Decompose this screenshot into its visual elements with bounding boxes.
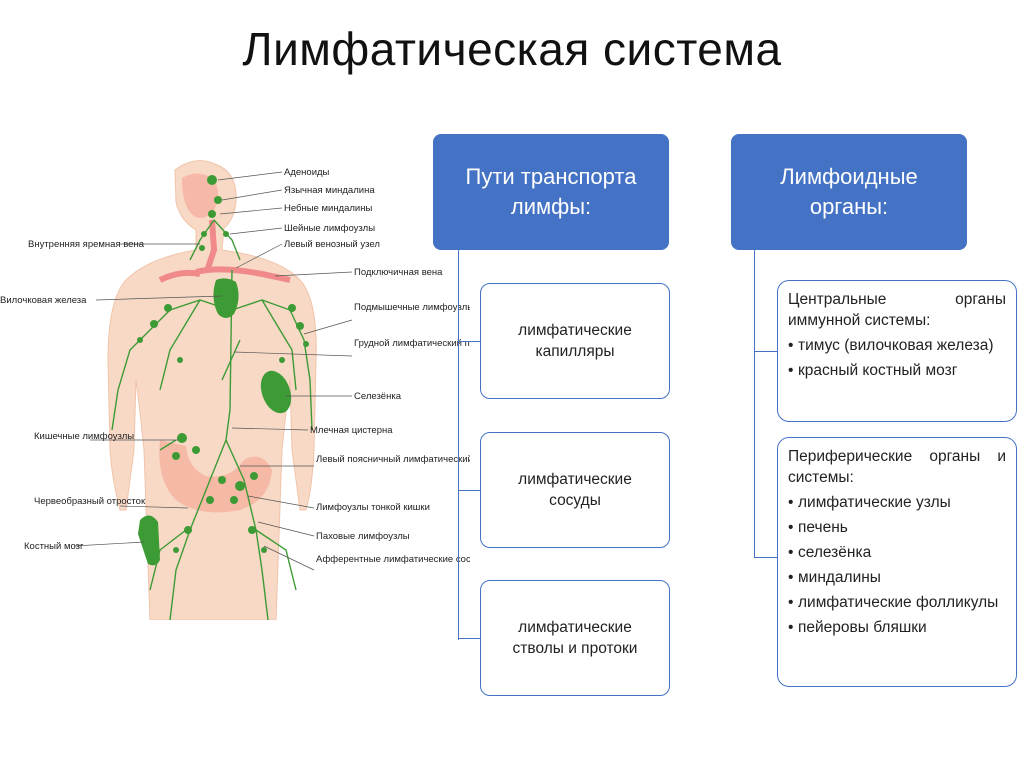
bone-marrow-icon xyxy=(138,515,160,566)
thymus-icon xyxy=(213,278,239,318)
label-lumbar-trunk-text: Левый поясничный лимфатический ствол xyxy=(316,454,470,465)
organs-connector xyxy=(754,250,755,558)
jugular-vein xyxy=(205,219,218,269)
peripheral-organs-heading: Периферические органы и системы: xyxy=(788,448,1006,486)
peripheral-organs-list: лимфатические узлы печень селезёнка минд… xyxy=(788,492,1006,638)
anatomy-svg: Аденоиды Язычная миндалина Небные миндал… xyxy=(0,160,470,620)
peripheral-organs-box: Периферические органы и системы: лимфати… xyxy=(777,437,1017,687)
transport-branch-2 xyxy=(458,490,480,491)
label-adenoids: Аденоиды xyxy=(284,167,330,178)
label-thymus: Вилочковая железа xyxy=(0,295,87,306)
transport-item-vessels: лимфатические сосуды xyxy=(480,432,670,548)
label-left-venous-angle: Левый венозный узел xyxy=(284,239,380,250)
transport-item-capillaries: лимфатические капилляры xyxy=(480,283,670,399)
list-item: селезёнка xyxy=(788,542,1006,563)
organs-header: Лимфоидные органы: xyxy=(731,134,967,250)
lymph-vessels xyxy=(111,219,313,620)
transport-branch-1 xyxy=(458,341,480,342)
page-title: Лимфатическая система xyxy=(242,23,782,75)
list-item: тимус (вилочковая железа) xyxy=(788,335,1006,356)
label-cisterna-chyli: Млечная цистерна xyxy=(310,425,393,436)
transport-item-trunks: лимфатические стволы и протоки xyxy=(480,580,670,696)
list-item: миндалины xyxy=(788,567,1006,588)
central-organs-box: Центральные органы иммунной системы: тим… xyxy=(777,280,1017,422)
label-subclavian-vein: Подключичная вена xyxy=(354,267,443,278)
label-lumbar-trunk: Левый поясничный лимфатический ствол xyxy=(316,454,470,465)
intestine xyxy=(159,440,272,513)
lymph-nodes xyxy=(137,175,309,553)
list-item: печень xyxy=(788,517,1006,538)
label-bone-marrow: Костный мозг xyxy=(24,541,84,552)
label-internal-jugular-vein: Внутренняя яремная вена xyxy=(28,239,145,250)
transport-header: Пути транспорта лимфы: xyxy=(433,134,669,250)
label-intestinal-nodes-text: Кишечные лимфоузлы xyxy=(34,431,134,442)
label-palatine-tonsils: Небные миндалины xyxy=(284,203,372,214)
label-intestinal-nodes: Кишечные лимфоузлы xyxy=(34,431,134,442)
label-small-intestine-nodes-text: Лимфоузлы тонкой кишки xyxy=(316,502,430,513)
label-thoracic-duct-text: Грудной лимфатический проток xyxy=(354,338,470,349)
list-item: пейеровы бляшки xyxy=(788,617,1006,638)
organs-branch-2 xyxy=(754,557,777,558)
central-organs-list: тимус (вилочковая железа) красный костны… xyxy=(788,335,1006,381)
transport-branch-3 xyxy=(458,638,480,639)
lymphatic-anatomy-figure: Аденоиды Язычная миндалина Небные миндал… xyxy=(0,150,470,620)
label-inguinal-nodes: Паховые лимфоузлы xyxy=(316,531,410,542)
label-appendix: Червеобразный отросток xyxy=(34,496,146,507)
list-item: лимфатические узлы xyxy=(788,492,1006,513)
label-lingual-tonsil: Язычная миндалина xyxy=(284,185,375,196)
label-small-intestine-nodes: Лимфоузлы тонкой кишки xyxy=(316,502,430,513)
label-afferent-vessels: Афферентные лимфатические сосуды xyxy=(316,554,470,565)
label-afferent-vessels-text: Афферентные лимфатические сосуды xyxy=(316,554,470,565)
label-thoracic-duct: Грудной лимфатический проток xyxy=(354,338,470,349)
transport-connector xyxy=(458,250,459,640)
list-item: лимфатические фолликулы xyxy=(788,592,1006,613)
label-lines xyxy=(73,171,353,571)
subclavian-vein xyxy=(195,266,291,283)
label-axillary-nodes: Подмышечные лимфоузлы xyxy=(354,302,470,313)
spleen-icon xyxy=(260,370,292,414)
label-axillary-nodes-text: Подмышечные лимфоузлы xyxy=(354,302,470,313)
label-appendix-text: Червеобразный отросток xyxy=(34,496,146,507)
list-item: красный костный мозг xyxy=(788,360,1006,381)
central-organs-heading: Центральные органы иммунной системы: xyxy=(788,291,1006,329)
label-spleen: Селезёнка xyxy=(354,391,402,402)
organs-branch-1 xyxy=(754,351,777,352)
label-cervical-nodes: Шейные лимфоузлы xyxy=(284,223,375,234)
